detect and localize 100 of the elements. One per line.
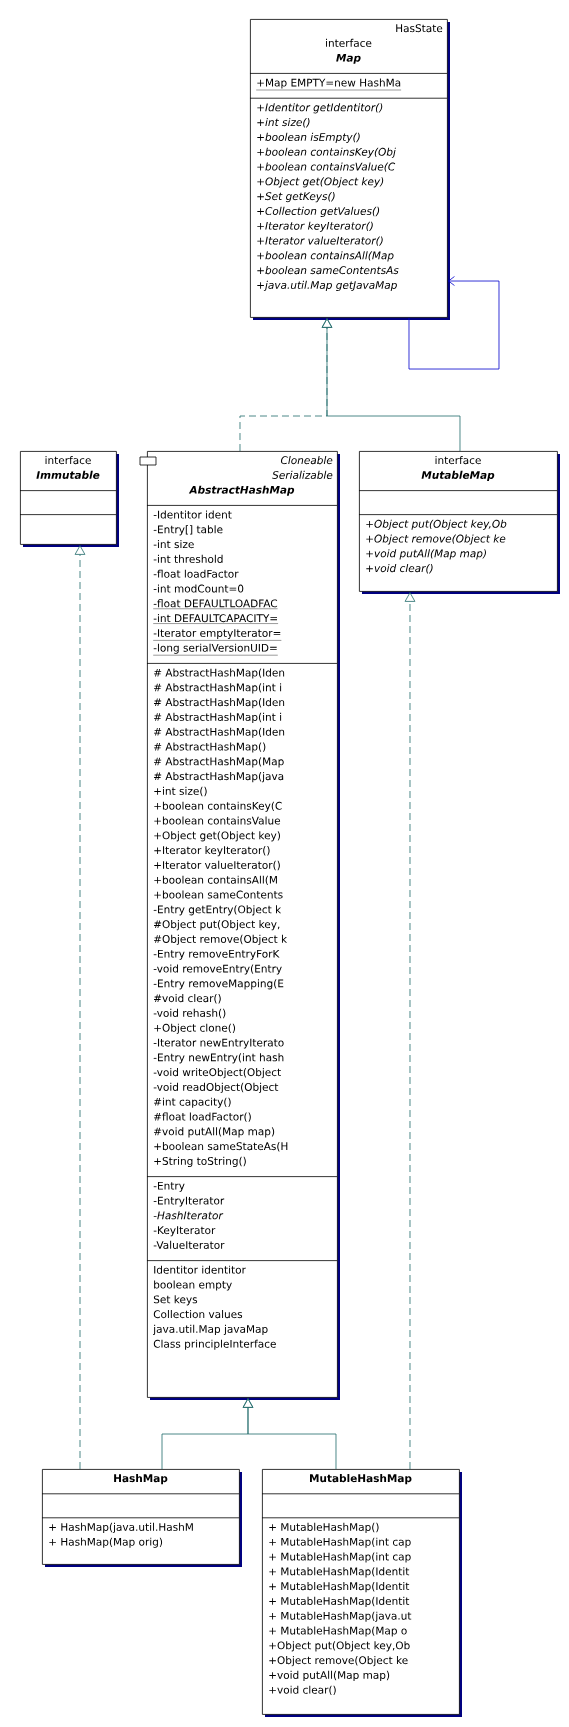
member-text: + MutableHashMap(Identit [269, 1596, 410, 1607]
member-text: +boolean sameContents [154, 890, 283, 899]
member-text: -float loadFactor [153, 569, 239, 578]
member-text: +boolean containsKey(Obj [257, 147, 396, 158]
class-box [358, 451, 560, 594]
member-text: +Set getKeys() [257, 192, 335, 203]
member-text: + HashMap(Map orig) [49, 1537, 163, 1548]
class-box [249, 19, 450, 320]
member-text: +java.util.Map getJavaMap [257, 280, 397, 291]
member-text: + MutableHashMap(Identit [269, 1582, 410, 1593]
member-text: +int size() [257, 118, 310, 128]
member-text: -KeyIterator [153, 1226, 216, 1237]
member-text: + MutableHashMap(Map o [269, 1626, 407, 1637]
member-text: +boolean containsAll(Map [257, 251, 394, 262]
member-text: +Iterator keyIterator() [154, 846, 270, 857]
member-text: +boolean containsValue [154, 816, 281, 825]
member-text: +Object put(Object key,Ob [269, 1641, 410, 1652]
member-text: boolean empty [154, 1280, 232, 1291]
member-text: # AbstractHashMap(Iden [154, 668, 285, 679]
class-box [139, 451, 340, 1400]
class-name: HashMap [114, 1474, 168, 1485]
member-text: #Object put(Object key, [154, 920, 280, 931]
generalization-arrow [242, 1398, 337, 1470]
member-text: -Entry newEntry(int hash [153, 1053, 284, 1064]
member-text: # AbstractHashMap() [154, 742, 266, 753]
member-text: + MutableHashMap(java.ut [269, 1611, 412, 1622]
member-text: -Iterator emptyIterator= [153, 629, 282, 641]
class-name: AbstractHashMap [188, 485, 295, 496]
member-text: + MutableHashMap(int cap [269, 1537, 411, 1548]
class-name: MutableMap [421, 470, 495, 481]
member-text: + HashMap(java.util.HashM [49, 1522, 193, 1533]
member-text: +Object get(Object key) [257, 177, 384, 188]
member-text: -int modCount=0 [153, 584, 244, 593]
member-text: # AbstractHashMap(int i [154, 712, 282, 723]
member-text: -int size [153, 540, 194, 549]
member-text: -Entry removeEntryForK [153, 949, 280, 960]
member-text: +void clear() [366, 564, 433, 574]
member-text: +Identitor getIdentitor() [257, 103, 383, 114]
member-text: +String toString() [154, 1156, 246, 1167]
stereotype-label: Serializable [272, 470, 333, 479]
member-text: #void clear() [154, 994, 221, 1004]
member-text: +Iterator valueIterator() [154, 860, 280, 871]
member-text: -Entry removeMapping(E [153, 979, 284, 990]
member-text: #int capacity() [154, 1097, 231, 1108]
member-text: +Iterator valueIterator() [257, 236, 383, 246]
class-name: Map [336, 53, 361, 64]
member-text: +boolean containsKey(C [154, 801, 282, 812]
stereotype-label: Cloneable [280, 456, 333, 465]
class-box [19, 451, 119, 547]
member-text: # AbstractHashMap(java [154, 772, 284, 783]
member-text: -Identitor ident [153, 510, 232, 519]
member-text: +int size() [154, 786, 207, 797]
member-text: Collection values [153, 1310, 243, 1319]
member-text: -EntryIterator [153, 1196, 225, 1207]
member-text: -void removeEntry(Entry [153, 964, 282, 975]
member-text: +boolean isEmpty() [257, 132, 360, 143]
member-text: +void clear() [269, 1685, 336, 1695]
member-text: # AbstractHashMap(int i [154, 683, 282, 694]
member-text: # AbstractHashMap(Map [154, 757, 284, 768]
member-text: +void putAll(Map map) [366, 549, 486, 560]
member-text: +Object clone() [154, 1023, 236, 1034]
member-text: +boolean containsAll(M [154, 875, 277, 885]
member-text: +Object remove(Object ke [366, 534, 506, 545]
member-text: -long serialVersionUID= [153, 643, 278, 656]
class-name: MutableHashMap [310, 1474, 412, 1485]
member-text: #float loadFactor() [154, 1112, 251, 1122]
member-text: -Entry getEntry(Object k [153, 905, 282, 916]
stereotype-label: interface [435, 456, 481, 465]
class-box [41, 1469, 242, 1567]
member-text: -int threshold [153, 554, 223, 563]
member-text: Identitor identitor [154, 1265, 246, 1274]
member-text: -Entry[] table [153, 525, 223, 536]
class-box [261, 1469, 462, 1717]
member-text: # AbstractHashMap(Iden [154, 727, 285, 738]
member-text: +Object get(Object key) [154, 831, 280, 842]
stereotype-label: interface [45, 456, 91, 465]
member-text: -void writeObject(Object [153, 1068, 281, 1079]
member-text: +Object put(Object key,Ob [366, 519, 507, 530]
member-text: +boolean sameStateAs(H [154, 1142, 288, 1152]
member-text: +Map EMPTY=new HashMa [256, 78, 402, 91]
realization-arrow [74, 545, 86, 1470]
generalization-arrow [321, 318, 461, 452]
member-text: -void readObject(Object [153, 1082, 279, 1093]
member-text: +boolean containsValue(C [257, 162, 396, 172]
member-text: #void putAll(Map map) [154, 1127, 275, 1138]
member-text: # AbstractHashMap(Iden [154, 698, 285, 709]
stereotype-label: HasState [396, 24, 443, 33]
realization-arrow [404, 592, 416, 1470]
member-text: +Iterator keyIterator() [257, 221, 373, 232]
member-text: -float DEFAULTLOADFAC [153, 599, 278, 609]
member-text: +Collection getValues() [257, 206, 380, 217]
member-text: java.util.Map javaMap [153, 1324, 268, 1335]
member-text: + MutableHashMap(Identit [269, 1567, 410, 1578]
member-text: -Entry [153, 1181, 185, 1192]
member-text: + MutableHashMap() [269, 1522, 379, 1533]
member-text: -int DEFAULTCAPACITY= [153, 614, 279, 624]
member-text: Set keys [153, 1295, 198, 1306]
member-text: + MutableHashMap(int cap [269, 1552, 411, 1563]
member-text: -Iterator newEntryIterato [153, 1038, 284, 1049]
member-text: -void rehash() [153, 1008, 226, 1019]
